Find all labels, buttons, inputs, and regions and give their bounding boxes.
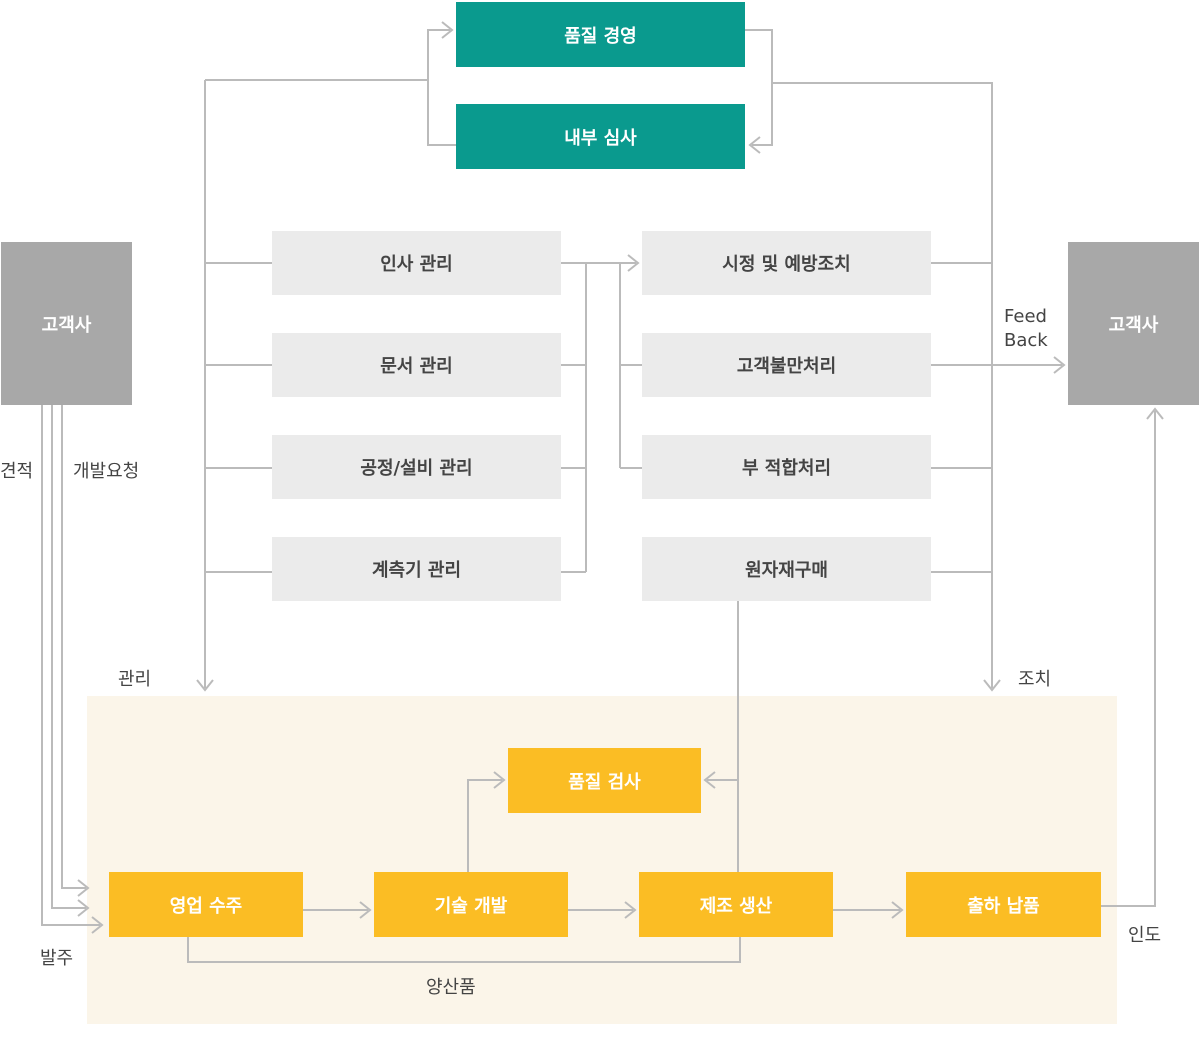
- action-item-corrective-preventive: 시정 및 예방조치: [642, 231, 931, 295]
- arrow-tech-to-inspection: [493, 771, 506, 789]
- customer-right-label: 고객사: [1108, 314, 1159, 336]
- quality-management-box: 품질 경영: [456, 2, 745, 67]
- shipping-delivery-box: 출하 납품: [906, 872, 1101, 937]
- dev-request-label: 개발요청: [73, 461, 140, 482]
- arrow-feedback: [1053, 356, 1066, 374]
- action-label: 조치: [1018, 669, 1052, 690]
- sales-order-label: 영업 수주: [169, 895, 243, 917]
- shipping-delivery-label: 출하 납품: [967, 895, 1040, 917]
- action-item-label: 부 적합처리: [741, 458, 832, 479]
- feedback-label-line2: Back: [1004, 330, 1048, 351]
- action-item-label: 원자재구매: [745, 560, 828, 581]
- arrow-to-inspection-right: [703, 771, 716, 789]
- sales-order-box: 영업 수주: [109, 872, 303, 937]
- customer-right-box: 고객사: [1068, 242, 1199, 405]
- customer-left-box: 고객사: [1, 242, 132, 405]
- internal-audit-label: 내부 심사: [564, 127, 637, 149]
- arrow-to-quality-mgmt: [441, 21, 454, 39]
- management-item-hr: 인사 관리: [272, 231, 561, 295]
- estimate-line: [41, 405, 100, 926]
- tech-development-box: 기술 개발: [374, 872, 568, 937]
- top-right-line: [772, 82, 993, 688]
- manage-label: 관리: [118, 669, 152, 690]
- internal-audit-box: 내부 심사: [456, 104, 745, 169]
- loop-left-up-line: [427, 29, 450, 80]
- dev-request-line: [61, 405, 86, 889]
- handover-label: 인도: [1128, 925, 1162, 946]
- management-item-document: 문서 관리: [272, 333, 561, 397]
- management-item-label: 문서 관리: [380, 356, 453, 377]
- mass-product-line: [187, 937, 741, 963]
- arrow-order-to-tech: [359, 901, 372, 919]
- arrow-purchase-order: [77, 899, 90, 917]
- management-item-process-equipment: 공정/설비 관리: [272, 435, 561, 499]
- arrow-delivery-to-customer: [1146, 407, 1164, 420]
- mass-product-label: 양산품: [426, 977, 476, 998]
- purchase-order-line: [51, 405, 86, 909]
- management-item-instrument: 계측기 관리: [272, 537, 561, 601]
- management-item-label: 공정/설비 관리: [360, 458, 473, 479]
- arrow-tech-to-mfg: [624, 901, 637, 919]
- management-item-label: 인사 관리: [380, 254, 453, 275]
- action-item-complaint: 고객불만처리: [642, 333, 931, 397]
- feedback-label-line1: Feed: [1004, 306, 1047, 327]
- action-item-label: 고객불만처리: [736, 356, 837, 377]
- quality-management-label: 품질 경영: [564, 25, 637, 47]
- tech-to-inspection: [467, 779, 502, 872]
- purchase-order-label: 발주: [40, 948, 74, 969]
- action-item-nonconformity: 부 적합처리: [642, 435, 931, 499]
- arrow-action-down: [983, 679, 1001, 692]
- quality-inspection-box: 품질 검사: [508, 748, 701, 813]
- action-item-material-purchase: 원자재구매: [642, 537, 931, 601]
- customer-left-label: 고객사: [41, 314, 92, 336]
- loop-left-line: [205, 79, 456, 146]
- arrow-mfg-to-delivery: [891, 901, 904, 919]
- manufacturing-label: 제조 생산: [699, 895, 773, 917]
- quality-inspection-label: 품질 검사: [568, 771, 641, 793]
- tech-development-label: 기술 개발: [434, 895, 508, 917]
- delivery-to-customer: [1101, 411, 1156, 907]
- manufacturing-box: 제조 생산: [639, 872, 833, 937]
- arrow-dev-request: [77, 879, 90, 897]
- arrow-to-internal-audit: [748, 136, 761, 154]
- loop-right-line: [745, 29, 773, 146]
- arrow-estimate: [91, 916, 104, 934]
- management-item-label: 계측기 관리: [371, 560, 462, 581]
- arrow-to-corrective: [627, 254, 640, 272]
- arrow-manage-down: [196, 679, 214, 692]
- action-item-label: 시정 및 예방조치: [722, 254, 851, 275]
- estimate-label: 견적: [0, 461, 34, 482]
